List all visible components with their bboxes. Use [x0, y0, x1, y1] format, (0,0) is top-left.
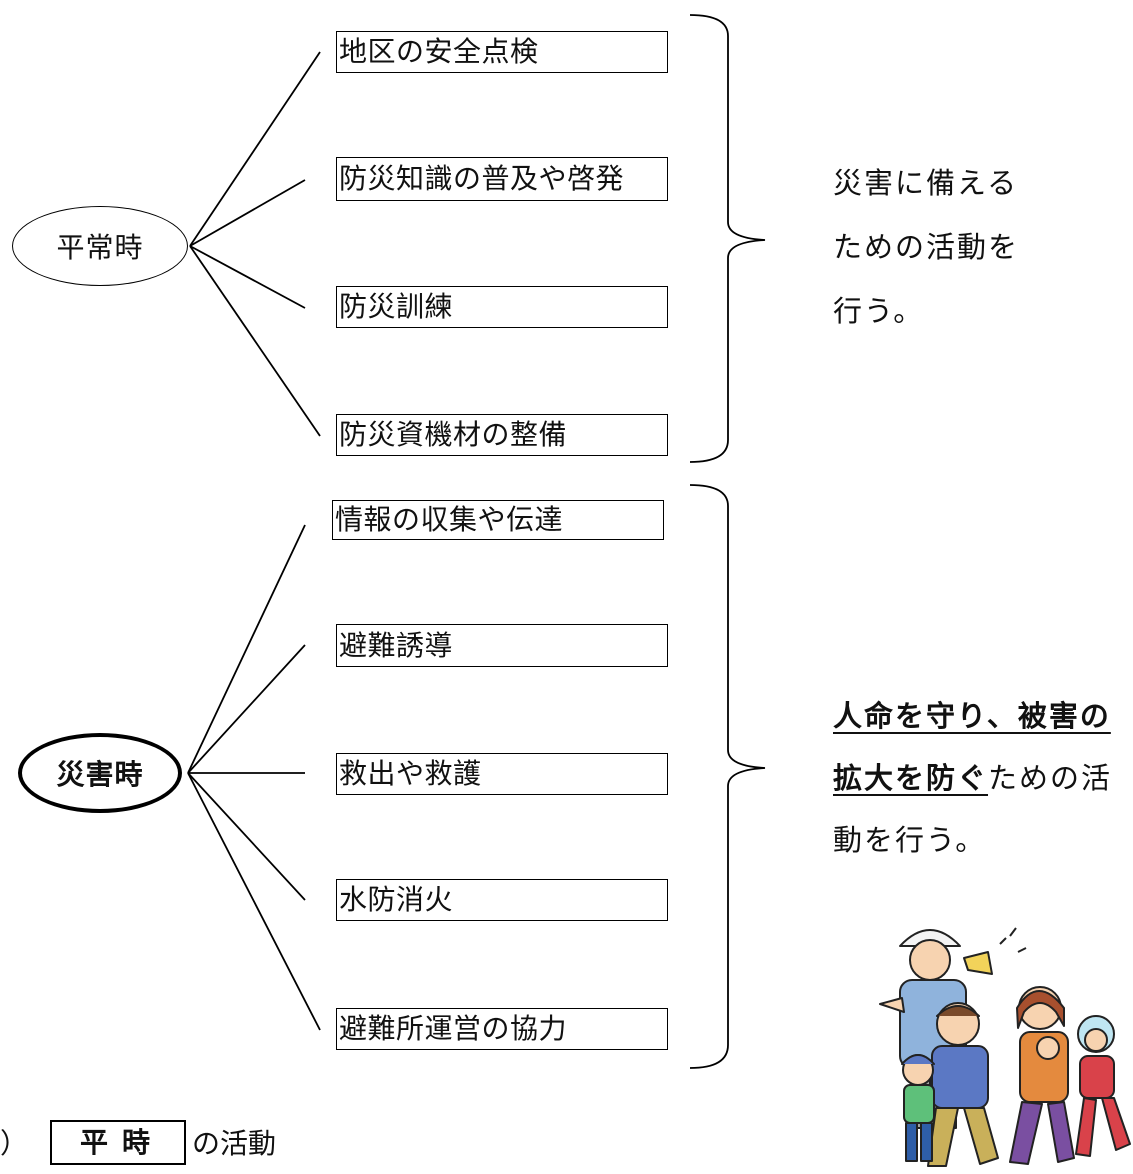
- branch-line: [187, 772, 321, 1031]
- brace-disaster: [689, 484, 766, 1069]
- brace-peacetime: [689, 14, 766, 463]
- evacuation-family-illustration: [879, 927, 1131, 1167]
- peacetime-description: 災害に備える ための活動を 行う。: [833, 160, 1133, 340]
- node-peacetime: 平常時: [12, 206, 188, 286]
- disaster-description: 人命を守り、被害の 拡大を防ぐための活 動を行う。: [833, 693, 1133, 893]
- item-safety-inspection: 地区の安全点検: [336, 31, 668, 73]
- emphasis-text: 拡大を防ぐ: [833, 761, 989, 795]
- desc-line: 行う。: [833, 294, 925, 328]
- item-rescue: 救出や救護: [336, 753, 668, 795]
- desc-line: 動を行う。: [833, 823, 987, 857]
- item-information: 情報の収集や伝達: [332, 500, 664, 540]
- branch-line: [189, 179, 306, 247]
- desc-line: 人命を守り、被害の: [833, 693, 1111, 735]
- node-disaster: 災害時: [18, 733, 182, 813]
- branch-line: [189, 51, 321, 247]
- item-flood-fire: 水防消火: [336, 879, 668, 921]
- item-shelter-support: 避難所運営の協力: [336, 1008, 668, 1050]
- desc-line: 拡大を防ぐための活: [833, 755, 1112, 797]
- branch-line: [187, 644, 306, 774]
- branch-line: [187, 772, 306, 901]
- desc-line: ための活動を: [833, 230, 1020, 264]
- node-peacetime-label: 平常時: [56, 231, 144, 264]
- desc-text: ための活: [988, 761, 1113, 795]
- item-drill: 防災訓練: [336, 286, 668, 328]
- heading-suffix: の活動: [192, 1127, 277, 1161]
- branch-line: [189, 245, 306, 309]
- section-heading: ） 平時 の活動: [0, 1120, 276, 1165]
- desc-line: 災害に備える: [833, 166, 1019, 200]
- item-knowledge-spread: 防災知識の普及や啓発: [336, 157, 668, 201]
- heading-paren: ）: [0, 1127, 29, 1161]
- branch-line: [189, 245, 321, 437]
- item-evacuation-guidance: 避難誘導: [336, 624, 668, 667]
- emphasis-text: 人命を守り、被害の: [833, 699, 1111, 733]
- item-equipment: 防災資機材の整備: [336, 414, 668, 456]
- heading-boxed-term: 平時: [50, 1120, 187, 1165]
- node-disaster-label: 災害時: [56, 758, 144, 791]
- branch-line: [187, 524, 306, 774]
